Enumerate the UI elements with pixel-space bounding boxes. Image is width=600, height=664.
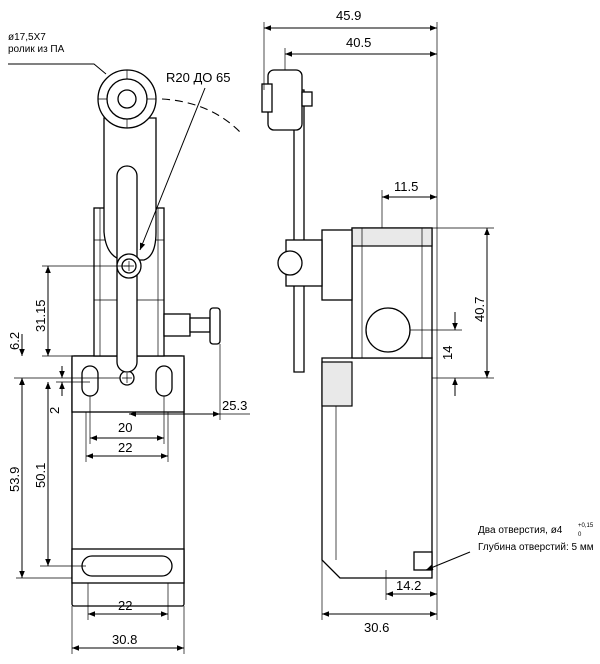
dim-20: 20 xyxy=(118,420,132,435)
side-roller xyxy=(267,69,303,131)
side-lever-plate xyxy=(293,89,305,373)
radius-leader xyxy=(139,87,206,251)
lever-swing-arc xyxy=(161,98,241,133)
holes-depth: Глубина отверстий: 5 мм xyxy=(478,541,594,553)
side-view xyxy=(261,69,433,579)
mounting-slot-right xyxy=(155,365,173,397)
dim-40-5: 40.5 xyxy=(346,35,371,50)
dim-6-2: 6.2 xyxy=(7,332,22,350)
front-plunger xyxy=(163,313,191,337)
dim-53-9: 53.9 xyxy=(7,467,22,492)
dim-50-1: 50.1 xyxy=(33,463,48,488)
dim-31-15: 31.15 xyxy=(33,299,48,332)
dimension-lines xyxy=(8,22,494,654)
mounting-slot-left xyxy=(81,365,99,397)
roller-leader xyxy=(8,63,107,75)
dim-14-2: 14.2 xyxy=(396,578,421,593)
roller-diameter-label: ø17,5X7 xyxy=(8,32,46,43)
dim-2: 2 xyxy=(47,407,62,414)
roller-inner xyxy=(117,89,137,109)
dim-25-3: 25.3 xyxy=(222,398,247,413)
holes-tol-lower: 0 xyxy=(578,532,582,538)
dim-11-5: 11.5 xyxy=(394,179,418,194)
radius-label: R20 ДО 65 xyxy=(166,70,230,85)
holes-leader xyxy=(425,551,471,571)
holes-note: Два отверстия, ø4 xyxy=(478,525,563,536)
roller-material-label: ролик из ПА xyxy=(8,44,65,55)
plunger-knob xyxy=(209,307,221,345)
dim-30-6: 30.6 xyxy=(364,620,389,635)
side-plunger-hole xyxy=(365,307,411,353)
bottom-slot xyxy=(81,555,173,577)
front-view xyxy=(71,69,241,607)
dim-30-8: 30.8 xyxy=(112,632,137,647)
side-mount-boss xyxy=(321,361,353,407)
side-screw-boss xyxy=(413,551,433,571)
dim-22-head: 22 xyxy=(118,440,132,455)
labels: ø17,5X7 ролик из ПА R20 ДО 65 45.9 40.5 … xyxy=(7,8,594,647)
holes-tol-upper: +0,15 xyxy=(578,523,594,529)
dim-40-7: 40.7 xyxy=(472,297,487,322)
dim-22-bottom: 22 xyxy=(118,598,132,613)
dim-45-9: 45.9 xyxy=(336,8,361,23)
dim-14: 14 xyxy=(440,346,455,360)
